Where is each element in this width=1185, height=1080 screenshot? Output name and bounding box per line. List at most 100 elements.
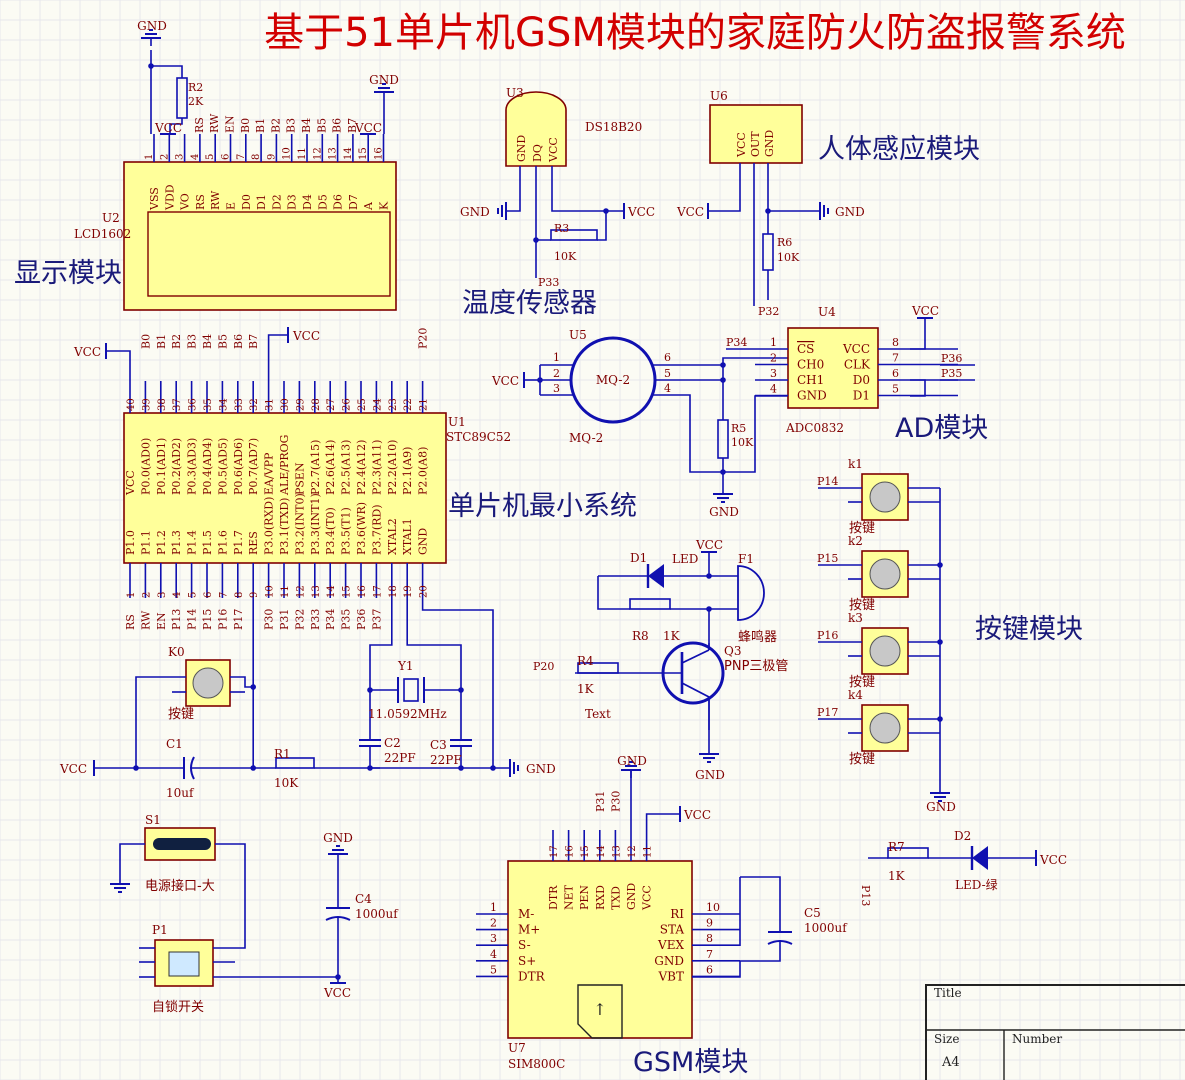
mcu-net-label: P20	[417, 328, 430, 349]
lcd-pin-num: 6	[221, 154, 232, 160]
key-ref: k4	[848, 688, 863, 702]
mcu-pin-name: P0.7(AD7)	[247, 438, 260, 495]
junction-dot	[148, 63, 154, 69]
switch-cap[interactable]	[168, 951, 200, 977]
mq2-pin: 5	[664, 367, 671, 380]
net-p34: P34	[726, 336, 747, 349]
adc-pin-name: VCC	[842, 342, 870, 356]
mcu-pin-name: P0.6(AD6)	[232, 438, 245, 495]
junction-dot	[706, 606, 712, 612]
lcd-pin-name: RW	[209, 190, 222, 210]
key-net: P15	[817, 552, 838, 565]
mcu-pin-name: P3.6(WR)	[355, 502, 368, 555]
r6-val: 10K	[777, 251, 800, 264]
mcu-pin-num: 21	[419, 398, 430, 411]
key-cap[interactable]	[869, 712, 901, 744]
wire	[597, 211, 607, 241]
mcu-pin-num: 18	[388, 585, 399, 598]
gsm-pin-name: M-	[518, 907, 534, 921]
module-label-temp: 温度传感器	[462, 288, 597, 319]
pir-body	[709, 104, 803, 164]
mcu-pin-num: 28	[311, 398, 322, 411]
key-cap[interactable]	[869, 635, 901, 667]
mcu-net-label: B4	[201, 334, 214, 349]
r1-ref: R1	[274, 747, 291, 761]
key-net: P16	[817, 629, 838, 642]
adc-pin-name: CH1	[797, 373, 824, 387]
resistor	[275, 757, 315, 769]
junction-dot	[720, 469, 726, 475]
mcu-pin-name: P3.3(INT1)	[309, 493, 322, 555]
gnd-label: GND	[526, 762, 556, 776]
sheet-title: 基于51单片机GSM模块的家庭防火防盗报警系统	[264, 10, 1126, 56]
mcu-pin-num: 36	[188, 398, 199, 411]
gsm-pin-num: 13	[611, 845, 622, 858]
u3-ref: U3	[506, 86, 524, 100]
mcu-pin-name: P3.4(T0)	[324, 507, 337, 555]
gsm-body	[507, 860, 693, 1039]
p1-ref: P1	[152, 923, 168, 937]
adc-pin-num: 8	[892, 336, 899, 349]
wire	[910, 318, 926, 350]
key-cap[interactable]	[869, 481, 901, 513]
gsm-pin-name: STA	[660, 923, 685, 937]
junction-dot	[720, 362, 726, 368]
c2-ref: C2	[384, 736, 401, 750]
net-p36: P36	[941, 352, 962, 365]
wire	[551, 196, 624, 212]
gnd-label: GND	[695, 768, 725, 782]
wire	[645, 813, 680, 830]
junction-dot	[603, 208, 609, 214]
mcu-pin-name: P2.1(A9)	[401, 447, 414, 495]
r5-val: 10K	[731, 436, 754, 449]
c3-ref: C3	[430, 738, 447, 752]
wire-lcd-vss	[150, 50, 183, 78]
reset-button-cap[interactable]	[192, 667, 224, 699]
adc-pin-name: D0	[853, 373, 870, 387]
mcu-pin-num: 24	[372, 398, 383, 411]
vcc-label: VCC	[1039, 853, 1067, 867]
u7-name: SIM800C	[508, 1057, 565, 1071]
lcd-screen	[147, 211, 391, 297]
d1-val: LED	[672, 552, 698, 566]
title-block-size-value: A4	[941, 1055, 960, 1070]
mcu-pin-name: P3.5(T1)	[340, 507, 353, 555]
mcu-pin-name: P0.4(AD4)	[201, 438, 214, 495]
vcc-label: VCC	[154, 121, 182, 135]
lcd-pin-name: VSS	[148, 187, 161, 211]
gsm-pin-num: 12	[627, 845, 638, 858]
mq2-pin: 1	[553, 351, 560, 364]
gsm-pin-num: 3	[490, 932, 497, 945]
mcu-net-label: B6	[232, 334, 245, 349]
c4-val: 1000uf	[355, 907, 399, 921]
gnd-label: GND	[617, 754, 647, 768]
gsm-pin-name: PEN	[578, 885, 591, 910]
mq2-pin: 4	[664, 382, 671, 395]
lcd-pin-name: D5	[316, 194, 329, 210]
lcd-net-label: B6	[331, 118, 344, 133]
q3-val: PNP三极管	[724, 659, 788, 674]
mcu-pin-num: 29	[295, 398, 306, 411]
gsm-pin-name: GND	[625, 883, 638, 910]
r3-ref: R3	[554, 222, 569, 235]
key-cap[interactable]	[869, 558, 901, 590]
junction-dot	[250, 765, 256, 771]
ds18b20-body	[505, 91, 567, 167]
key-net: P14	[817, 475, 838, 488]
mcu-pin-name: P1.0	[124, 530, 137, 555]
r3-val: 10K	[554, 250, 577, 263]
lcd-pin-name: A	[362, 201, 375, 211]
lcd-pin-name: D7	[347, 194, 360, 210]
mcu-pin-num: 40	[126, 398, 137, 411]
adc-pin-num: 4	[770, 383, 777, 396]
mcu-pin-num: 34	[218, 398, 229, 411]
mcu-net-label: EN	[155, 612, 168, 630]
wire	[708, 196, 741, 212]
resistor	[577, 662, 619, 674]
f1-ref: F1	[738, 552, 754, 566]
s1-label: 电源接口-大	[145, 878, 215, 894]
vcc-label: VCC	[491, 374, 519, 388]
junction-dot	[937, 639, 943, 645]
mcu-pin-name: P3.2(INT0)	[293, 493, 306, 555]
